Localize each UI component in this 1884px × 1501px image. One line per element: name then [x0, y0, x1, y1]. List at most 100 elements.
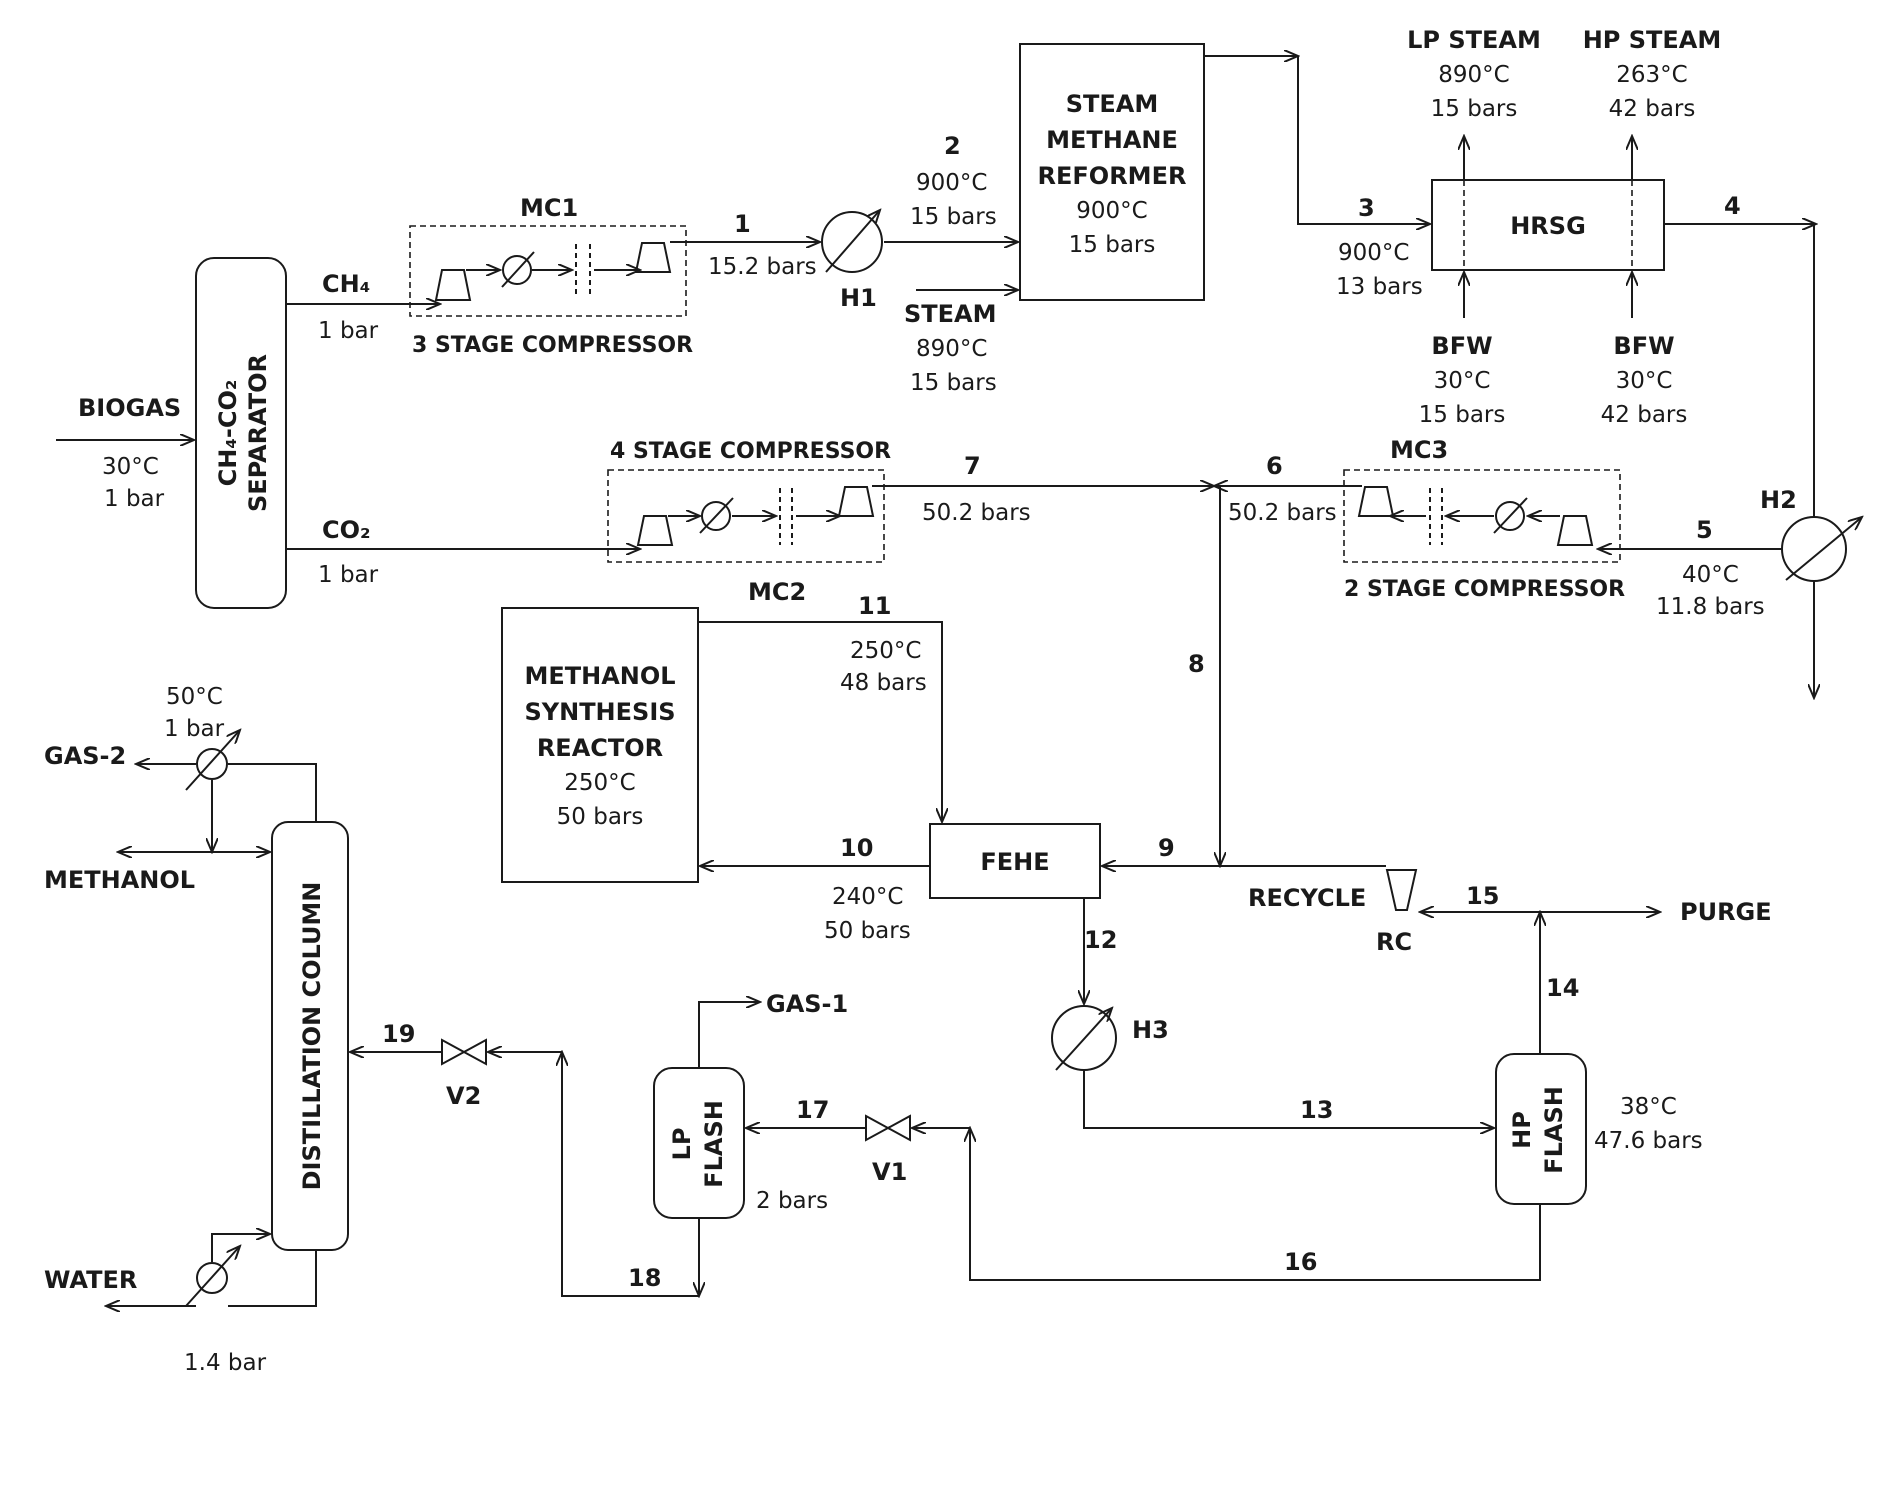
stream-5-temp: 40°C	[1682, 562, 1739, 588]
separator-label-1: CH₄-CO₂	[214, 380, 242, 487]
h2-cooler-icon	[1781, 516, 1847, 582]
mc2-desc: 4 STAGE COMPRESSOR	[610, 439, 891, 464]
mc3-desc: 2 STAGE COMPRESSOR	[1344, 577, 1625, 602]
v2-label: V2	[446, 1082, 481, 1110]
msr-temp: 250°C	[564, 770, 635, 796]
hrsg-label: HRSG	[1510, 212, 1586, 240]
stream-13	[1083, 1070, 1494, 1128]
compressor-icon	[636, 515, 674, 546]
ch4-label: CH₄	[322, 270, 370, 298]
lp-steam-temp: 890°C	[1438, 62, 1509, 88]
bfw-1-pres: 15 bars	[1419, 402, 1506, 428]
ch4-co2-separator: CH₄-CO₂ SEPARATOR	[195, 257, 287, 609]
v1-valve-icon	[865, 1114, 911, 1142]
msr-pres: 50 bars	[557, 804, 644, 830]
condenser-pres: 1 bar	[164, 716, 225, 742]
stream-bottoms	[228, 1250, 317, 1307]
stream-3-pres: 13 bars	[1336, 274, 1423, 300]
stream-11-label: 11	[858, 592, 891, 620]
msr-label-2: SYNTHESIS	[524, 698, 675, 726]
stream-3-temp: 900°C	[1338, 240, 1409, 266]
lp-steam-pres: 15 bars	[1431, 96, 1518, 122]
v2-valve-icon	[441, 1038, 487, 1066]
stream-19-label: 19	[382, 1020, 415, 1048]
methanol-synthesis-reactor	[501, 607, 699, 883]
steam-label: STEAM	[904, 300, 997, 328]
hp-steam-temp: 263°C	[1616, 62, 1687, 88]
steam-pres: 15 bars	[910, 370, 997, 396]
steam-methane-reformer	[1019, 43, 1205, 301]
lp-flash-label-2: FLASH	[700, 1100, 728, 1188]
compressor-icon	[1556, 515, 1594, 546]
hp-flash-temp: 38°C	[1620, 1094, 1677, 1120]
stream-13-label: 13	[1300, 1096, 1333, 1124]
hp-steam-pres: 42 bars	[1609, 96, 1696, 122]
distillation-column-label: DISTILLATION COLUMN	[298, 882, 326, 1191]
stream-2-pres: 15 bars	[910, 204, 997, 230]
stream-2-label: 2	[944, 132, 961, 160]
stream-5-pres: 11.8 bars	[1656, 594, 1765, 620]
stream-10-pres: 50 bars	[824, 918, 911, 944]
rc-label: RC	[1376, 928, 1412, 956]
hp-steam-label: HP STEAM	[1583, 26, 1722, 54]
recycle-label: RECYCLE	[1248, 884, 1366, 912]
distillation-column: DISTILLATION COLUMN	[271, 821, 349, 1251]
rc-compressor-icon	[1385, 869, 1418, 911]
stream-9-label: 9	[1158, 834, 1175, 862]
gas1-label: GAS-1	[766, 990, 848, 1018]
stream-10-label: 10	[840, 834, 873, 862]
stream-1-label: 1	[734, 210, 751, 238]
condenser-temp: 50°C	[166, 684, 223, 710]
stream-2-temp: 900°C	[916, 170, 987, 196]
msr-label-1: METHANOL	[524, 662, 675, 690]
separator-label-2: SEPARATOR	[244, 354, 272, 512]
hrsg	[1431, 179, 1665, 271]
smr-temp: 900°C	[1076, 198, 1147, 224]
methanol-label: METHANOL	[44, 866, 195, 894]
stream-7-label: 7	[964, 452, 981, 480]
mc2-label: MC2	[748, 578, 806, 606]
stream-10-temp: 240°C	[832, 884, 903, 910]
co2-label: CO₂	[322, 516, 371, 544]
hp-flash-label-2: FLASH	[1540, 1086, 1568, 1174]
purge-label: PURGE	[1680, 898, 1772, 926]
ch4-pres: 1 bar	[318, 318, 379, 344]
stream-overhead	[228, 763, 317, 822]
biogas-pres: 1 bar	[104, 486, 165, 512]
compressor-icon	[1357, 486, 1395, 517]
bfw-1-temp: 30°C	[1434, 368, 1491, 394]
smr-label-1: STEAM	[1066, 90, 1159, 118]
compressor-icon	[837, 486, 875, 517]
stream-4-label: 4	[1724, 192, 1741, 220]
h3-label: H3	[1132, 1016, 1169, 1044]
h2-label: H2	[1760, 486, 1797, 514]
water-label: WATER	[44, 1266, 137, 1294]
biogas-temp: 30°C	[102, 454, 159, 480]
mc2-compressor	[607, 469, 885, 563]
biogas-label: BIOGAS	[78, 394, 181, 422]
mc1-compressor	[409, 225, 687, 317]
reboiler-pres: 1.4 bar	[184, 1350, 267, 1376]
steam-temp: 890°C	[916, 336, 987, 362]
gas2-label: GAS-2	[44, 742, 126, 770]
fehe-exchanger	[929, 823, 1101, 899]
co2-pres: 1 bar	[318, 562, 379, 588]
hp-flash-label-1: HP	[1508, 1111, 1536, 1149]
smr-pres: 15 bars	[1069, 232, 1156, 258]
stream-11-pres: 48 bars	[840, 670, 927, 696]
lp-flash-label-1: LP	[668, 1128, 696, 1161]
mc1-desc: 3 STAGE COMPRESSOR	[412, 333, 693, 358]
msr-label-3: REACTOR	[537, 734, 663, 762]
stream-1-pres: 15.2 bars	[708, 254, 817, 280]
smr-label-3: REFORMER	[1038, 162, 1187, 190]
stream-18-label: 18	[628, 1264, 661, 1292]
stream-7-pres: 50.2 bars	[922, 500, 1031, 526]
stream-gas1	[698, 1002, 760, 1068]
stream-12-label: 12	[1084, 926, 1117, 954]
stream-11-temp: 250°C	[850, 638, 921, 664]
mc3-label: MC3	[1390, 436, 1448, 464]
mc1-label: MC1	[520, 194, 578, 222]
condenser-icon	[196, 748, 228, 780]
compressor-icon	[434, 269, 472, 301]
